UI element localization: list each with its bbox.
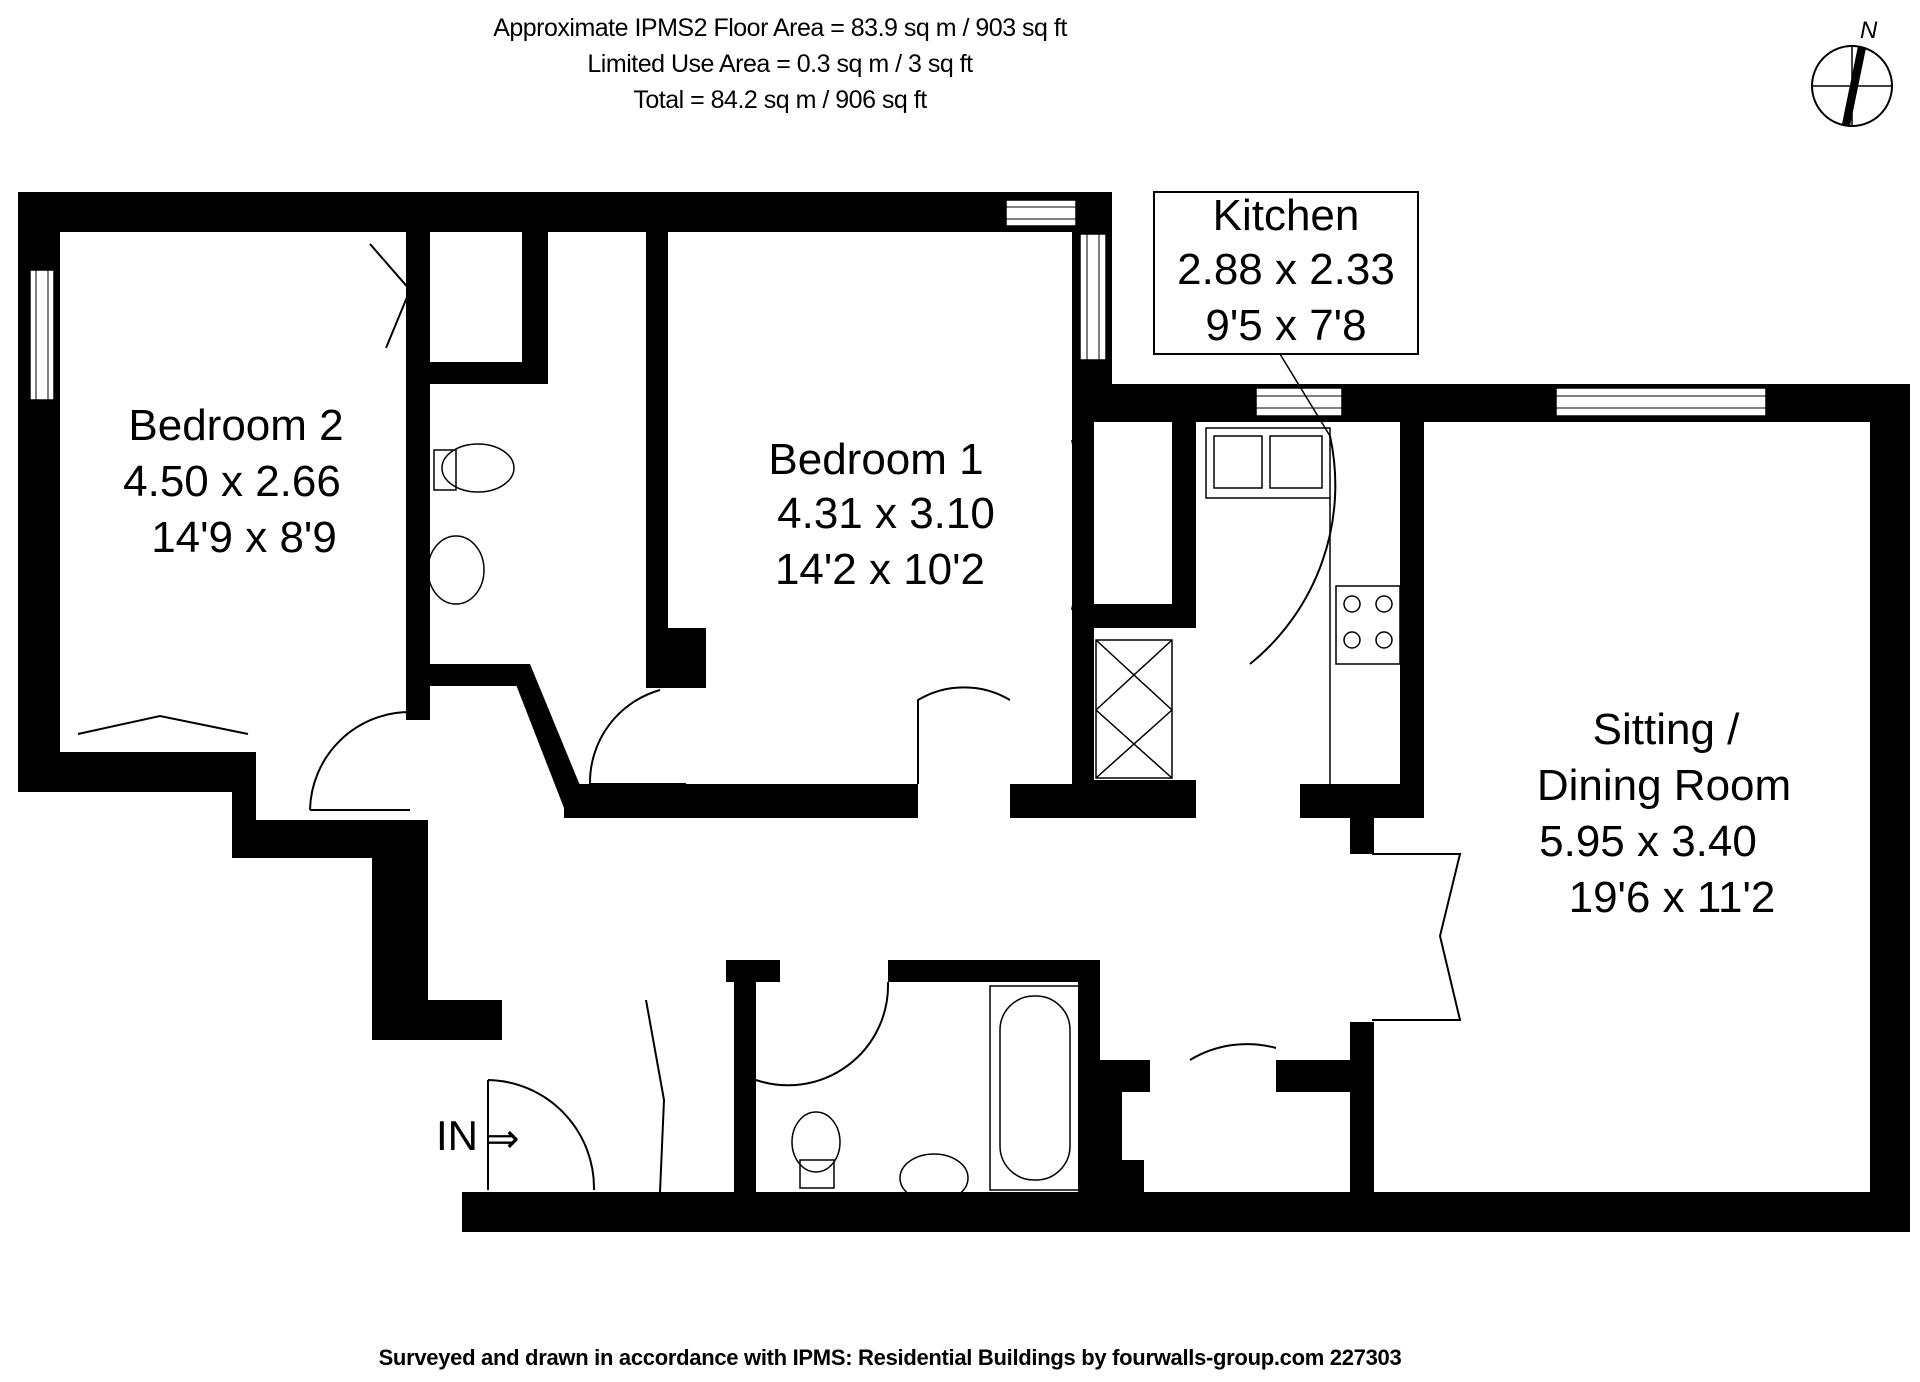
- hob-icon: [1335, 585, 1401, 665]
- entrance-marker: IN ⇒: [436, 1112, 520, 1161]
- wc-basin-icon: [427, 535, 485, 605]
- bedroom-2-name: Bedroom 2: [128, 401, 343, 450]
- floor-area-line: Approximate IPMS2 Floor Area = 83.9 sq m…: [493, 14, 1067, 42]
- doors: [77, 243, 1462, 1193]
- compass-icon: N: [1811, 17, 1893, 127]
- kitchen-name: Kitchen: [1213, 191, 1360, 240]
- walls: [18, 192, 1910, 1232]
- bathroom-fittings: [427, 443, 1081, 1203]
- entrance-label: IN: [436, 1112, 478, 1159]
- survey-footer: Surveyed and drawn in accordance with IP…: [378, 1345, 1402, 1370]
- limited-use-area-line: Limited Use Area = 0.3 sq m / 3 sq ft: [587, 50, 973, 78]
- room-label-bedroom-1: Bedroom 1 4.31 x 3.10 14'2 x 10'2: [768, 435, 994, 594]
- kitchen-metric: 2.88 x 2.33: [1177, 245, 1395, 294]
- bath-icon: [989, 985, 1081, 1191]
- bedroom-2-metric: 4.50 x 2.66: [123, 457, 341, 506]
- compass-north-label: N: [1860, 17, 1878, 44]
- sitting-imperial: 19'6 x 11'2: [1569, 873, 1776, 922]
- sitting-name-line1: Sitting /: [1593, 705, 1741, 754]
- basin-icon: [899, 1153, 969, 1203]
- kitchen-imperial: 9'5 x 7'8: [1205, 301, 1366, 350]
- toilet-icon: [791, 1111, 841, 1173]
- bedroom-1-imperial: 14'2 x 10'2: [775, 545, 985, 594]
- bedroom-2-imperial: 14'9 x 8'9: [151, 513, 337, 562]
- windows: [29, 199, 1767, 417]
- bedroom-1-name: Bedroom 1: [768, 435, 983, 484]
- room-label-bedroom-2: Bedroom 2 4.50 x 2.66 14'9 x 8'9: [123, 401, 343, 562]
- sitting-name-line2: Dining Room: [1537, 761, 1791, 810]
- bedroom-1-metric: 4.31 x 3.10: [777, 489, 995, 538]
- sitting-metric: 5.95 x 3.40: [1539, 817, 1757, 866]
- kitchen-fittings: [1095, 427, 1401, 784]
- room-label-kitchen: Kitchen 2.88 x 2.33 9'5 x 7'8: [1177, 191, 1395, 350]
- wc-toilet-icon: [441, 443, 515, 493]
- room-label-sitting-dining: Sitting / Dining Room 5.95 x 3.40 19'6 x…: [1537, 705, 1791, 922]
- total-area-line: Total = 84.2 sq m / 906 sq ft: [633, 86, 927, 114]
- entrance-arrow-icon: ⇒: [486, 1117, 520, 1161]
- kitchen-label-box: [1153, 191, 1419, 355]
